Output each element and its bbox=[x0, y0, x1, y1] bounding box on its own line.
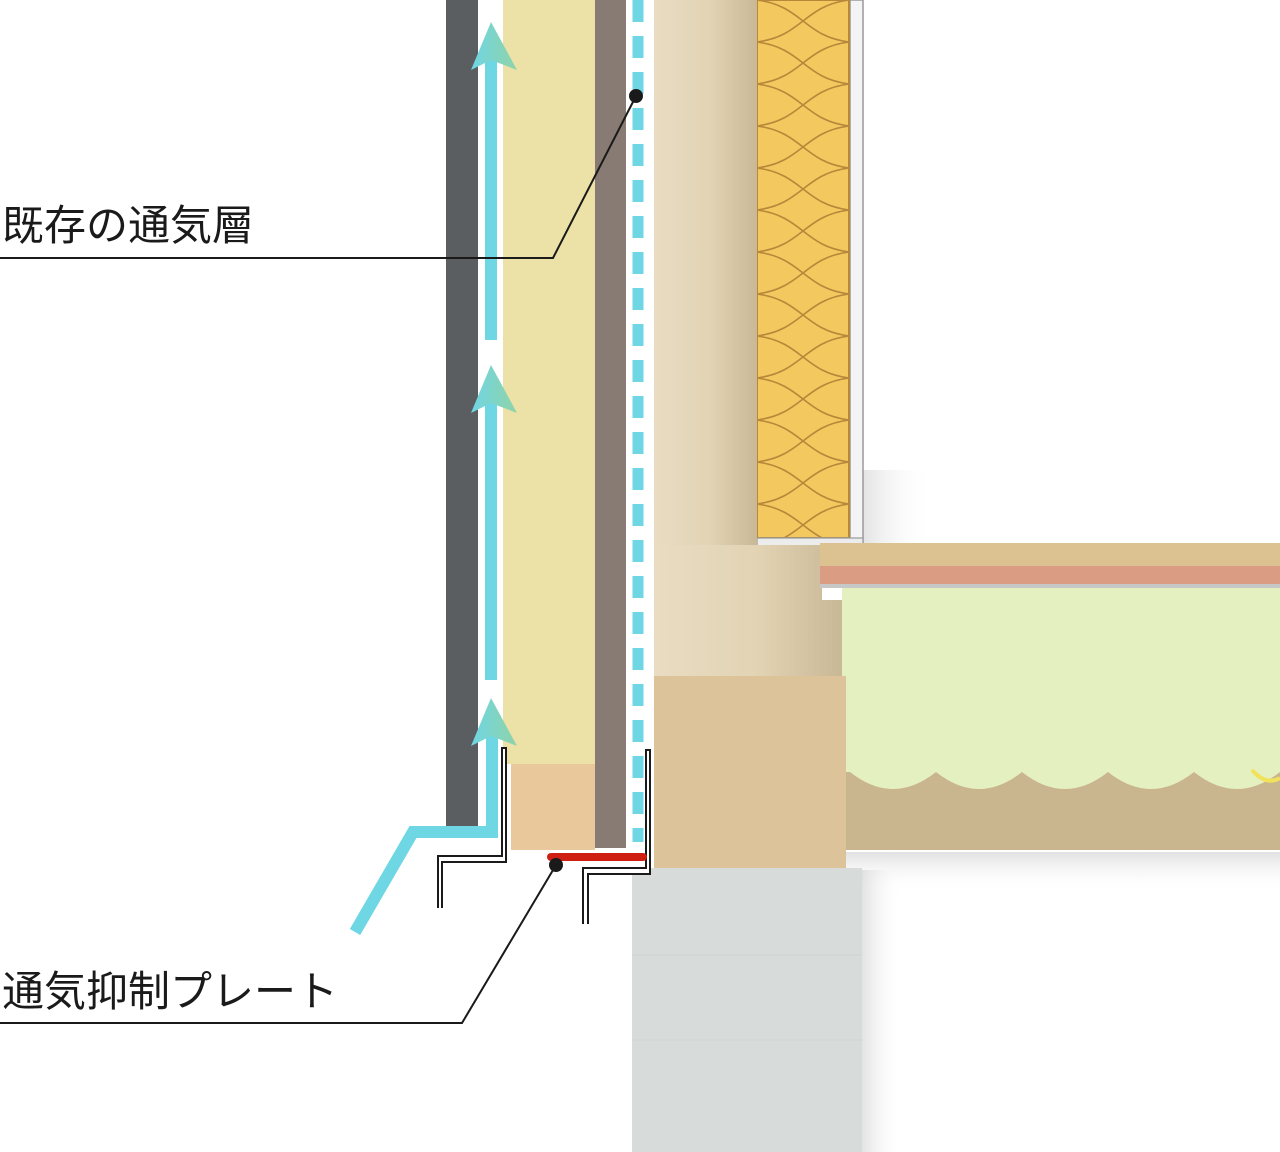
floor-insulation-edge bbox=[1250, 768, 1280, 783]
floor-insulation bbox=[842, 588, 1280, 789]
leader-dot-existing-vent-layer bbox=[629, 89, 643, 103]
base-flashing-left bbox=[437, 747, 507, 908]
furring-bottom-block bbox=[511, 764, 595, 850]
outer-cladding bbox=[446, 0, 478, 826]
foundation-shadow bbox=[862, 870, 902, 1152]
sill-plate bbox=[654, 676, 846, 868]
wall-stud bbox=[654, 0, 757, 545]
airflow-arrowhead bbox=[471, 22, 517, 70]
leader-line-vent-suppression-plate bbox=[0, 864, 557, 1024]
leader-dot-vent-suppression-plate bbox=[549, 858, 563, 872]
wall-shadow bbox=[862, 470, 932, 545]
foundation bbox=[632, 868, 862, 1152]
airflow-arrowhead bbox=[471, 365, 517, 413]
interior-wall-board bbox=[849, 0, 864, 546]
leader-line-existing-vent-layer bbox=[0, 95, 637, 259]
stud-lower-block bbox=[654, 545, 842, 676]
sheathing-board bbox=[595, 0, 626, 848]
floor-subfloor bbox=[820, 566, 1280, 586]
airflow-inlet bbox=[349, 735, 498, 936]
furring-strip bbox=[503, 0, 595, 764]
floor-board bbox=[820, 543, 1280, 566]
base-flashing-right bbox=[582, 749, 651, 924]
wall-insulation bbox=[756, 0, 850, 539]
airflow-arrowhead bbox=[471, 698, 517, 746]
label-existing-vent-layer: 既存の通気層 bbox=[2, 201, 254, 250]
label-vent-suppression-plate: 通気抑制プレート bbox=[2, 967, 338, 1016]
floor-subfloor-edge bbox=[820, 584, 1280, 588]
